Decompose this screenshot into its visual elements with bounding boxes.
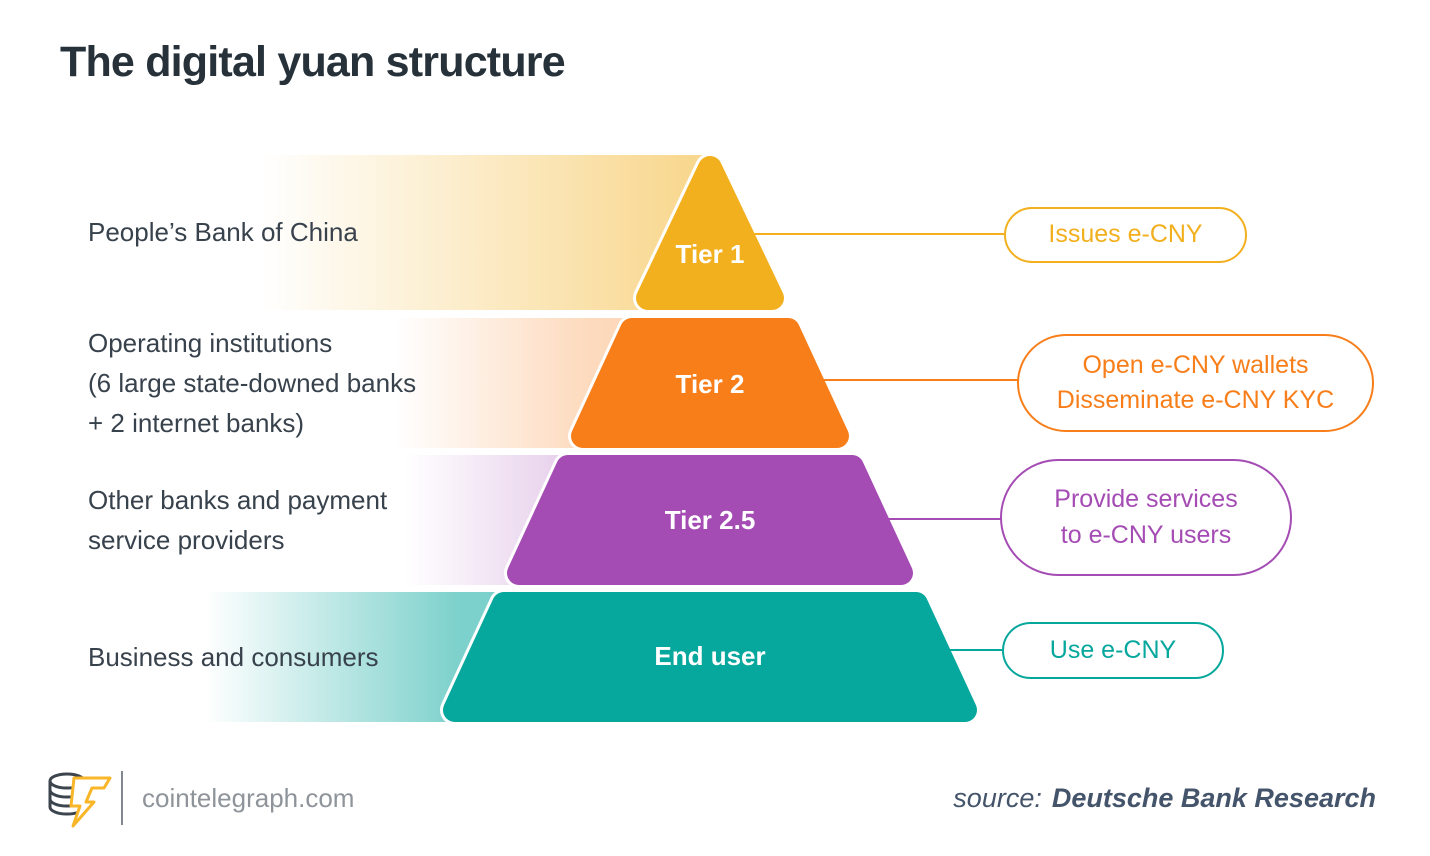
tier25-name: Tier 2.5 [664,505,756,535]
tier2-name: Tier 2 [675,369,745,399]
tier1-label: People’s Bank of China [88,217,358,248]
tier25-badge: Provide services to e-CNY users [1000,459,1292,576]
footer-divider [121,771,123,825]
tier2-badge: Open e-CNY wallets Disseminate e-CNY KYC [1017,334,1374,432]
tier1-name: Tier 1 [675,239,745,269]
cointelegraph-logo-icon [48,772,112,828]
tier2-label: Operating institutions (6 large state-do… [88,327,417,439]
enduser-shape [443,592,977,722]
enduser-label: Business and consumers [88,641,379,672]
tier2-shape [571,318,849,448]
enduser-name: End user [654,641,766,671]
tier25-shape [507,455,913,585]
source-name: Deutsche Bank Research [1051,782,1376,813]
source-credit: source: Deutsche Bank Research [953,766,1376,830]
enduser-badge: Use e-CNY [1002,622,1224,679]
source-prefix: source: [953,782,1042,813]
page-title: The digital yuan structure [60,38,566,86]
tier25-label: Other banks and payment service provider… [88,484,388,555]
site-name: cointelegraph.com [142,782,355,813]
tier1-badge: Issues e-CNY [1004,207,1247,263]
tier1-band [260,155,710,310]
